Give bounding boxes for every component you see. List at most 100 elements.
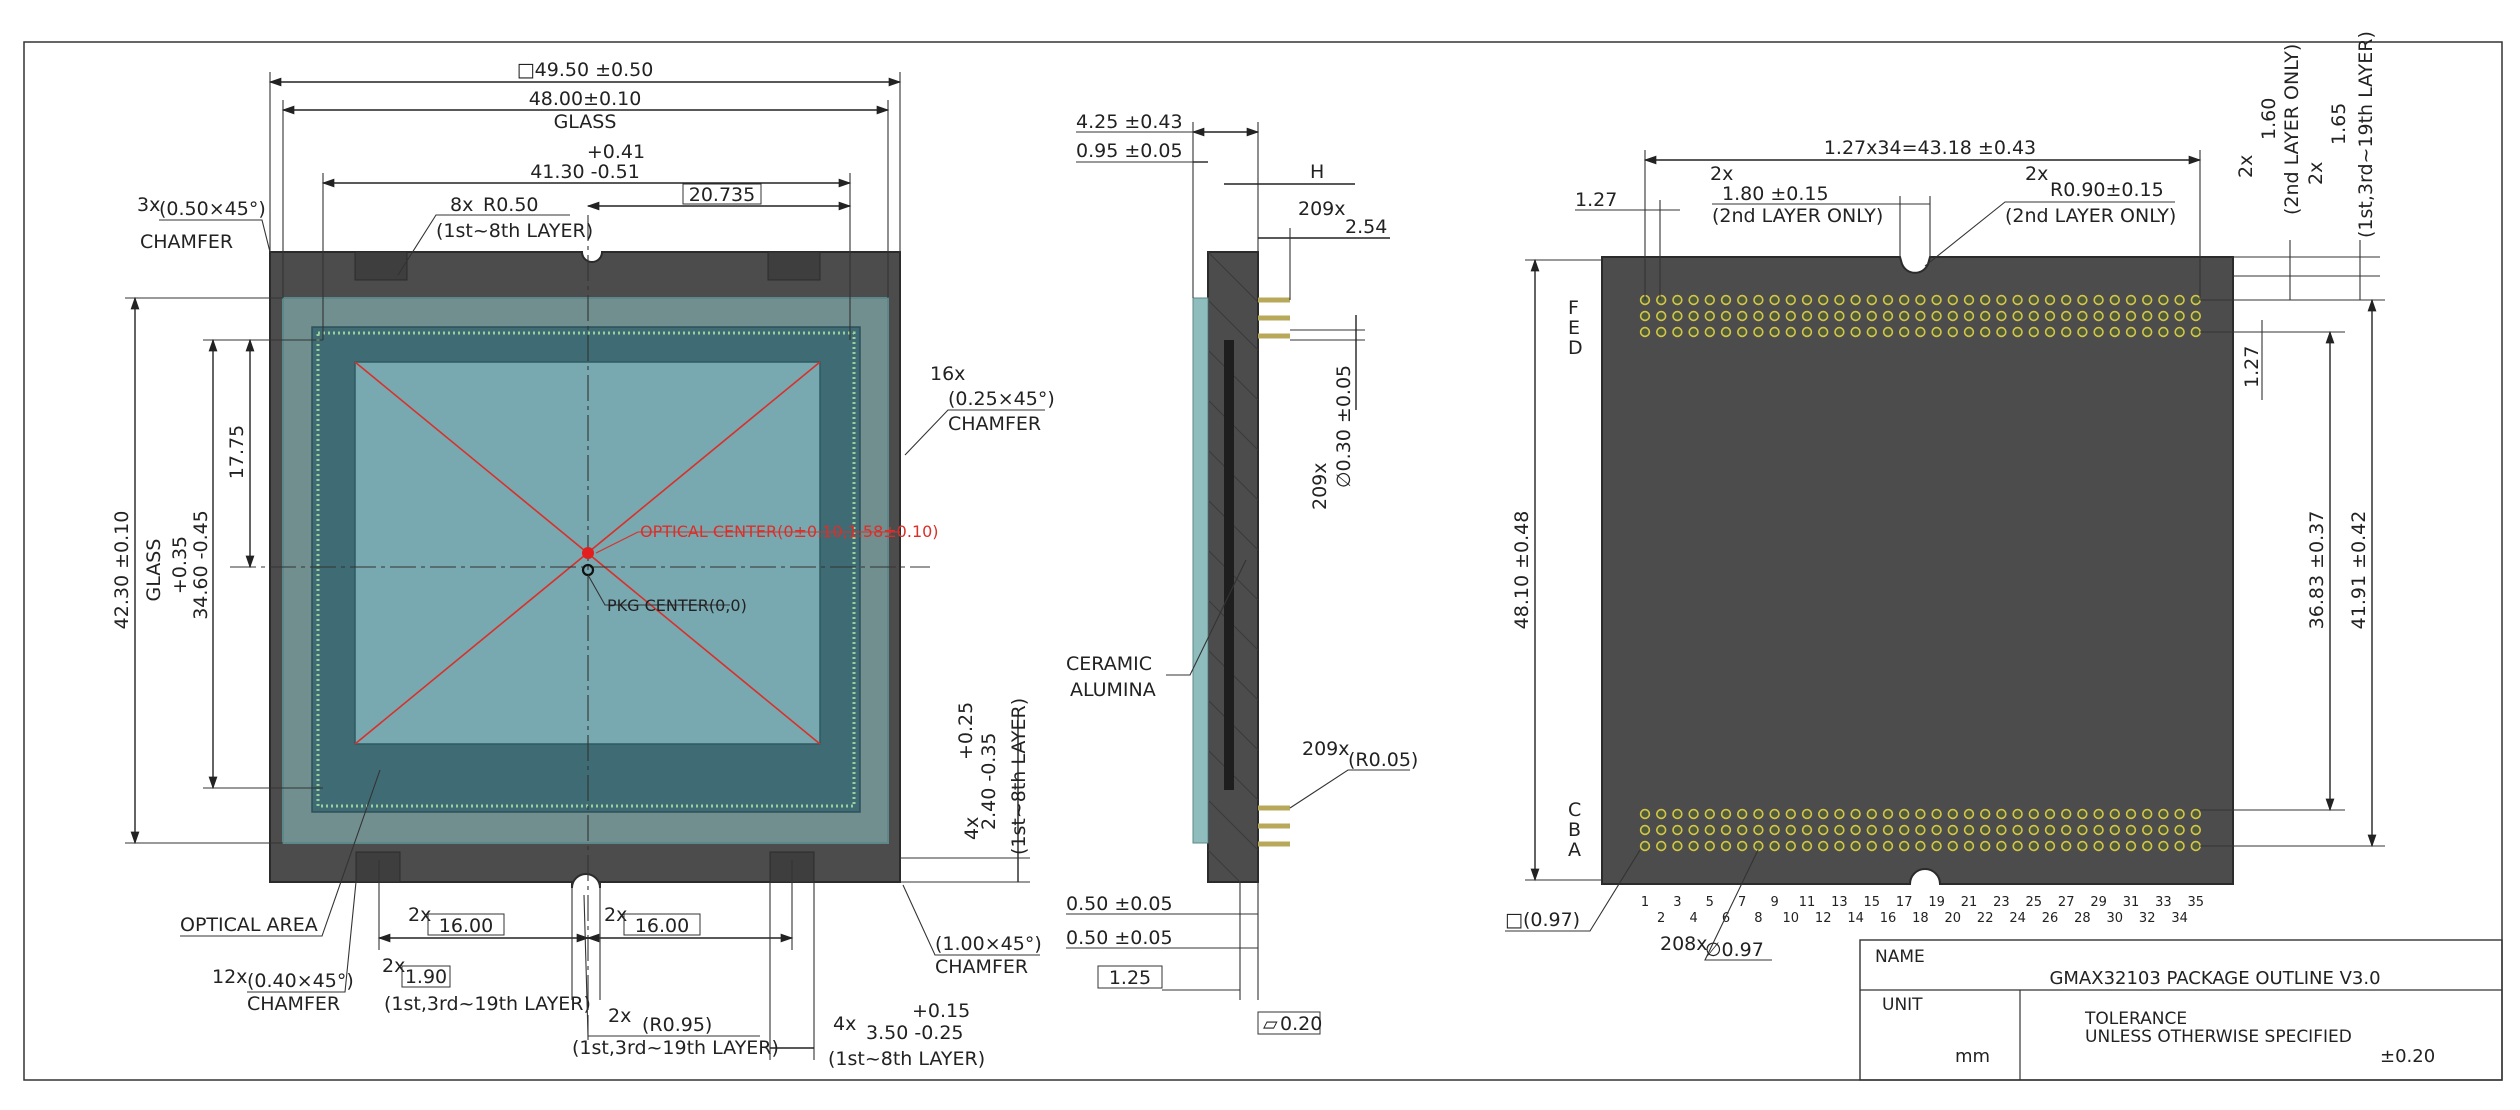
pin-pad bbox=[1655, 294, 1667, 306]
pin-pad bbox=[2044, 310, 2056, 322]
pin-pad bbox=[1753, 326, 1764, 338]
ceramic-label-1: CERAMIC bbox=[1066, 653, 1152, 675]
column-label: 3 bbox=[1673, 895, 1681, 910]
pin-pad bbox=[2125, 824, 2137, 836]
column-label: 33 bbox=[2155, 895, 2172, 910]
pin-pad bbox=[1850, 840, 1861, 852]
pin-pad bbox=[1963, 840, 1975, 852]
tip-radius: (R0.05) bbox=[1348, 749, 1418, 771]
pin-pad bbox=[1769, 326, 1780, 338]
ref-box bbox=[427, 913, 505, 936]
base: 1.25 bbox=[1109, 967, 1151, 989]
notch-radius: R0.50 bbox=[483, 194, 539, 216]
pin-pad bbox=[2077, 824, 2088, 836]
slot-width: 1.90 bbox=[405, 966, 447, 988]
pin-pad bbox=[2125, 326, 2137, 338]
pitch-x: 1.27 bbox=[1575, 189, 1617, 211]
pin-pad bbox=[1882, 824, 1894, 836]
column-label: 32 bbox=[2139, 911, 2156, 926]
step-qty: 4x bbox=[961, 817, 983, 840]
pin-pad bbox=[1753, 808, 1764, 820]
leader bbox=[1924, 201, 2175, 267]
bottom-notch-left bbox=[355, 851, 401, 883]
pin-pad bbox=[2174, 326, 2185, 338]
side-chamfer-qty: 16x bbox=[930, 363, 965, 385]
pin-pad bbox=[2109, 294, 2121, 306]
row-label: C bbox=[1568, 799, 1581, 821]
pin-pad bbox=[2142, 840, 2153, 852]
right-layer-2: (1st,3rd~19th LAYER) bbox=[2355, 31, 2377, 238]
dim-offset: 20.735 bbox=[689, 184, 755, 206]
pin-pad bbox=[1672, 824, 1683, 836]
dim-half-height: 17.75 bbox=[226, 425, 248, 479]
pin-pad bbox=[2044, 294, 2056, 306]
pin-pad bbox=[1769, 840, 1780, 852]
pin-pad bbox=[1866, 840, 1878, 852]
pin-pad bbox=[2012, 840, 2023, 852]
pin-pad bbox=[2174, 808, 2185, 820]
column-label: 11 bbox=[1799, 895, 1816, 910]
pin-pad bbox=[1655, 824, 1667, 836]
slot-r-qty: 2x bbox=[608, 1005, 631, 1027]
column-label: 29 bbox=[2090, 895, 2107, 910]
column-label: 14 bbox=[1847, 911, 1864, 926]
pin-pad bbox=[1850, 824, 1861, 836]
pin-pad bbox=[1817, 840, 1829, 852]
right-qty-1: 2x bbox=[2235, 155, 2257, 178]
pin-pad bbox=[1915, 310, 1926, 322]
pin-pad bbox=[1785, 840, 1797, 852]
leader bbox=[902, 884, 1040, 956]
pin-pad bbox=[1915, 808, 1926, 820]
pin-pad bbox=[1688, 294, 1699, 306]
row-labels-bottom: C B A bbox=[1568, 799, 1581, 861]
column-label: 28 bbox=[2074, 911, 2091, 926]
column-label: 20 bbox=[1945, 911, 1962, 926]
pin-pad bbox=[2077, 310, 2088, 322]
pin-pad bbox=[1639, 808, 1651, 820]
leader bbox=[904, 409, 1045, 456]
glass-thickness: 0.95 ±0.05 bbox=[1076, 140, 1183, 162]
pin-pad bbox=[1688, 824, 1699, 836]
corner-chamfer: (0.50×45°) bbox=[159, 198, 266, 220]
pin-pad bbox=[2044, 808, 2056, 820]
pin-pad bbox=[2028, 294, 2040, 306]
side-chamfer: (0.25×45°) bbox=[948, 388, 1055, 410]
front-view: □49.50 ±0.50 48.00±0.10 GLASS +0.41 41.3… bbox=[111, 59, 1055, 1070]
pin-pad bbox=[2158, 326, 2169, 338]
flatness-symbol: ▱ bbox=[1263, 1013, 1278, 1035]
pin-pad bbox=[2190, 310, 2202, 322]
right-dim-1: 1.60 bbox=[2258, 98, 2280, 140]
pitch-value-2: 16.00 bbox=[635, 915, 689, 937]
leader bbox=[595, 531, 900, 554]
flatness: 0.20 bbox=[1280, 1013, 1322, 1035]
pad-r-layer: (2nd LAYER ONLY) bbox=[2005, 205, 2176, 227]
optical-center-marker bbox=[582, 547, 594, 559]
dim-glass-width: 48.00±0.10 bbox=[529, 88, 642, 110]
tolerance-line-2: UNLESS OTHERWISE SPECIFIED bbox=[2085, 1027, 2352, 1047]
pin-pad bbox=[2028, 310, 2040, 322]
pin-pad bbox=[2061, 294, 2072, 306]
pin-pad bbox=[1655, 840, 1667, 852]
pin-pad bbox=[1834, 840, 1845, 852]
pin-pad bbox=[2158, 294, 2169, 306]
column-label: 16 bbox=[1880, 911, 1897, 926]
unit-value: mm bbox=[1955, 1046, 1990, 1067]
ref-box bbox=[682, 183, 762, 205]
pin-pad bbox=[1655, 310, 1667, 322]
column-label: 9 bbox=[1770, 895, 1778, 910]
pin-pad bbox=[2077, 840, 2088, 852]
column-label: 30 bbox=[2107, 911, 2124, 926]
pin-pad bbox=[2125, 294, 2137, 306]
column-label: 22 bbox=[1977, 911, 1994, 926]
pin-pad bbox=[1801, 310, 1813, 322]
pin-pad bbox=[1801, 294, 1813, 306]
column-label: 35 bbox=[2188, 895, 2205, 910]
pin-pad bbox=[2109, 840, 2121, 852]
column-label: 4 bbox=[1689, 911, 1697, 926]
step-value: 2.40 -0.35 bbox=[978, 732, 1000, 830]
pin-pad bbox=[1882, 294, 1894, 306]
pad-size: 1.80 ±0.15 bbox=[1722, 183, 1829, 205]
pin-pad bbox=[1898, 310, 1910, 322]
active-height-plus: +0.35 bbox=[169, 536, 191, 594]
pin-pad bbox=[2028, 840, 2040, 852]
